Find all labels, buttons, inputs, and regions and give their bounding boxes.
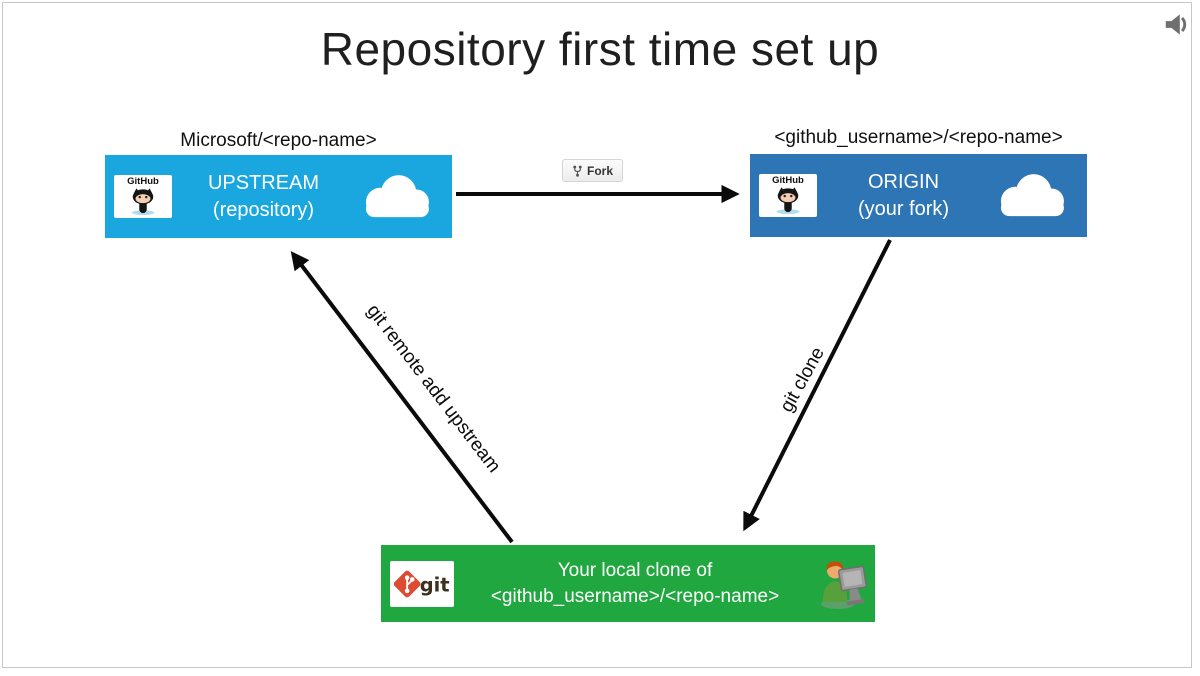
upstream-subtitle: (repository) [212,198,315,221]
upstream-box: GitHub UPSTREAM (repository) [105,155,452,238]
svg-text:git: git [420,573,450,596]
local-clone-text: Your local clone of <github_username>/<r… [454,558,816,609]
git-logo-card: git [390,560,454,607]
github-logo-card: GitHub [114,175,172,218]
upstream-text: UPSTREAM (repository) [172,170,355,224]
github-octocat-icon [131,187,155,215]
github-logo-label: GitHub [772,175,804,186]
github-logo-label: GitHub [127,176,159,187]
origin-box: GitHub ORIGIN (your fork) [750,154,1087,237]
github-octocat-icon [776,186,800,214]
origin-title: ORIGIN [867,170,940,193]
fork-icon [573,165,582,177]
origin-repo-label: <github_username>/<repo-name> [774,127,1063,148]
origin-subtitle: (your fork) [857,197,950,220]
local-clone-subtitle: <github_username>/<repo-name> [490,585,780,607]
cloud-icon [365,174,429,217]
person-at-computer-icon [821,561,867,609]
origin-text: ORIGIN (your fork) [817,169,990,223]
local-clone-title: Your local clone of [557,559,713,581]
local-clone-box: git Your local clone of <github_username… [381,545,875,622]
speaker-icon[interactable] [1162,11,1192,38]
github-logo-card: GitHub [759,174,817,217]
upstream-repo-label: Microsoft/<repo-name> [180,130,377,151]
cloud-icon [1000,173,1064,216]
git-logo-icon: git [393,570,450,597]
upstream-title: UPSTREAM [207,171,320,194]
fork-button[interactable]: Fork [562,159,624,182]
slide-title: Repository first time set up [320,23,880,75]
fork-button-label: Fork [587,163,614,178]
